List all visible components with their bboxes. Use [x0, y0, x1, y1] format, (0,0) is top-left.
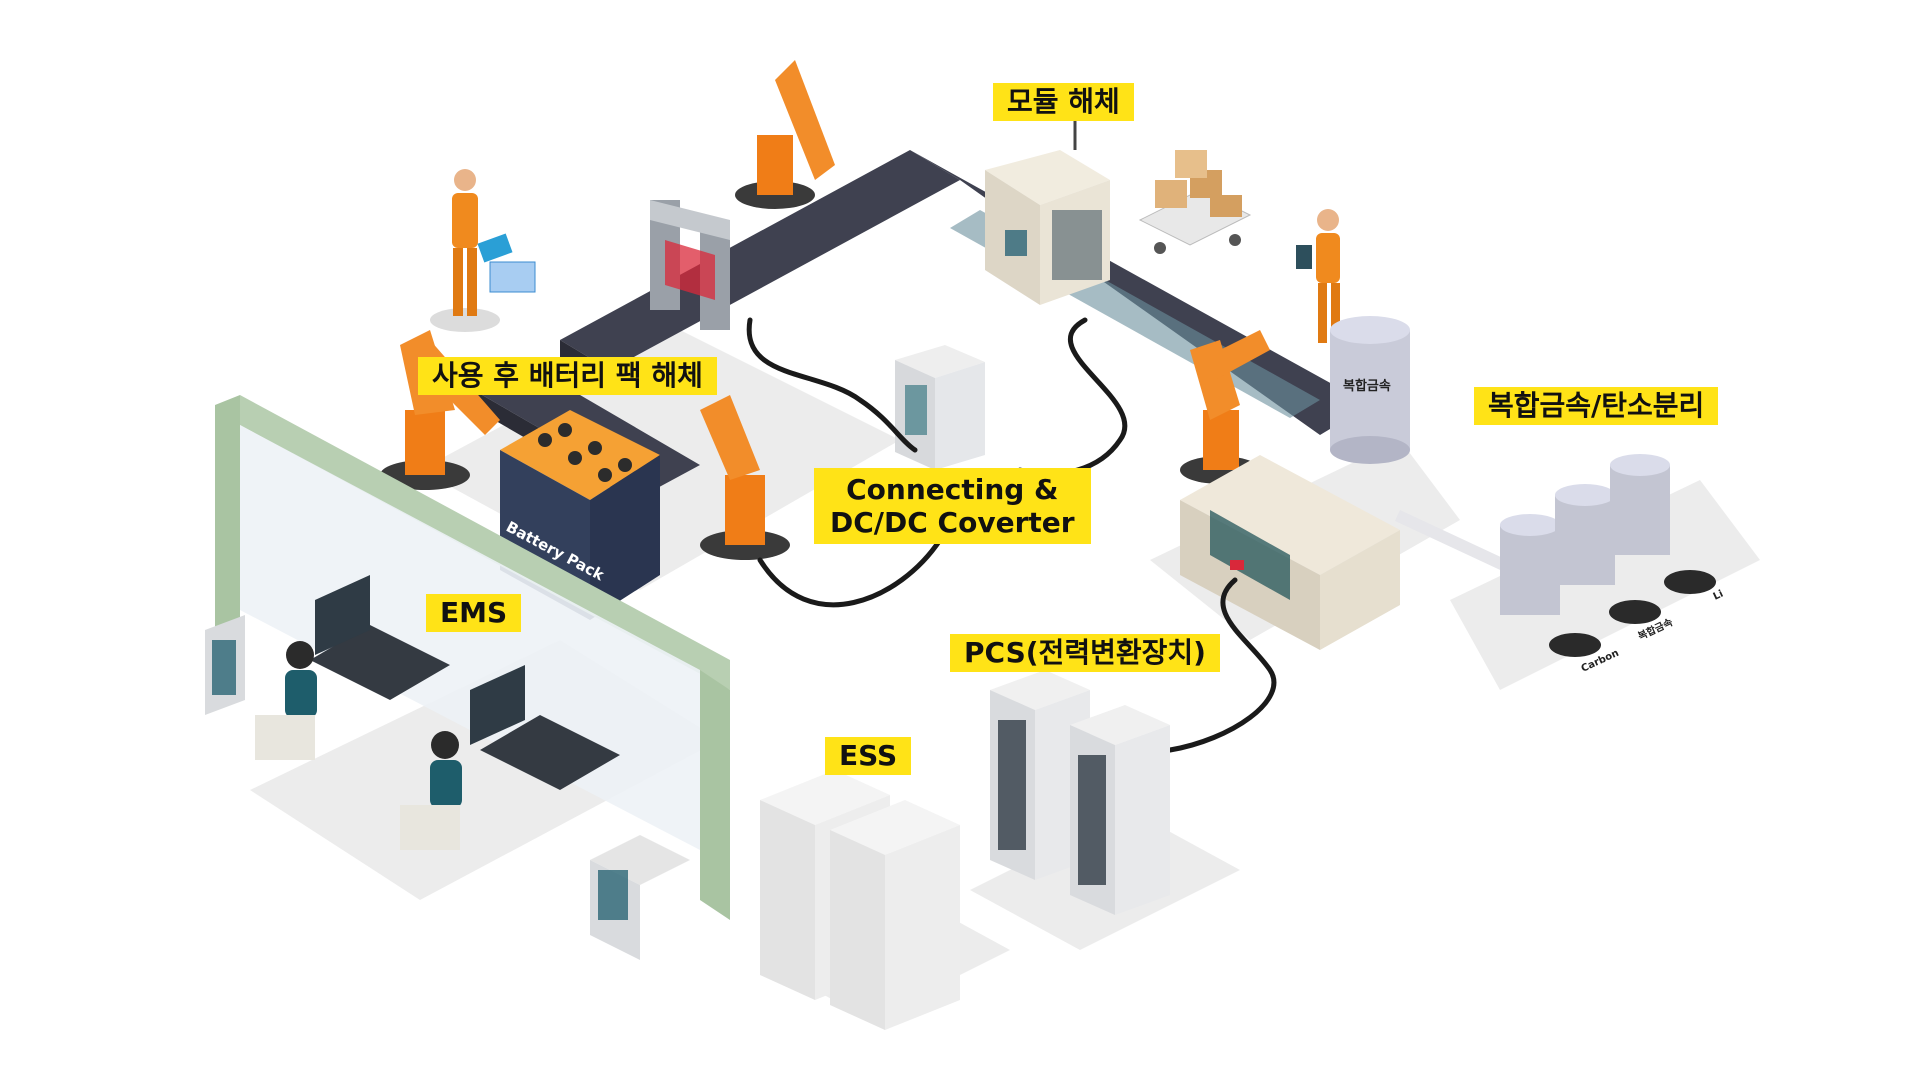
ess-racks — [760, 770, 960, 1030]
separation-tank: 복합금속 — [1330, 316, 1410, 464]
worker-tablet — [430, 169, 536, 332]
label-ems: EMS — [426, 594, 522, 632]
boxes-cart — [1138, 150, 1252, 254]
control-room — [205, 395, 730, 960]
label-connecting-line2: DC/DC Coverter — [830, 506, 1075, 539]
dc-converter-rack — [895, 345, 985, 470]
separation-machine — [1180, 455, 1509, 650]
pcs-racks — [990, 670, 1170, 915]
tank-text: 복합금속 — [1343, 378, 1391, 394]
label-connecting: Connecting & DC/DC Coverter — [814, 468, 1091, 544]
label-ess: ESS — [825, 737, 912, 775]
label-separation: 복합금속/탄소분리 — [1474, 387, 1719, 425]
label-module-dismantle: 모듈 해체 — [993, 83, 1134, 121]
label-connecting-line1: Connecting & — [846, 473, 1059, 506]
output-li-text: Li — [1712, 589, 1726, 603]
module-dismantle-machine — [985, 101, 1110, 305]
scanner-gate — [650, 200, 730, 330]
label-pack-dismantle: 사용 후 배터리 팩 해체 — [418, 357, 717, 395]
worker-modules — [1296, 209, 1340, 343]
label-pcs: PCS(전력변환장치) — [950, 634, 1220, 672]
